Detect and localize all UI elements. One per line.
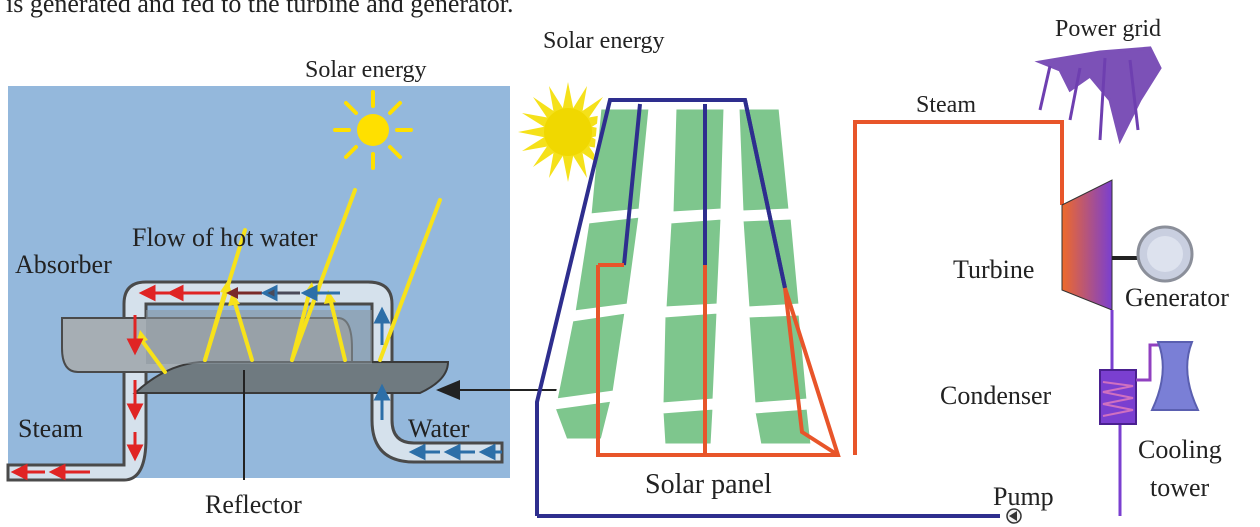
cooling-tower-icon <box>1150 341 1200 411</box>
sun-icon <box>333 90 413 170</box>
caption-fragment: is generated and fed to the turbine and … <box>6 0 514 18</box>
cooling-tower-label-line1: Cooling <box>1138 435 1222 464</box>
generator-label: Generator <box>1125 283 1229 312</box>
solar-panel-label: Solar panel <box>645 469 772 500</box>
right-steam-label: Steam <box>916 92 976 118</box>
absorber-label: Absorber <box>15 250 112 279</box>
turbine-icon <box>1061 179 1113 311</box>
water-pipe <box>535 98 1000 518</box>
left-solar-energy-label: Solar energy <box>305 57 427 83</box>
turbine-label: Turbine <box>953 255 1034 284</box>
condenser-label: Condenser <box>940 381 1052 410</box>
flow-of-hot-water-label: Flow of hot water <box>132 223 318 252</box>
left-panel: Solar energy Flow of hot water Absorber … <box>6 57 510 519</box>
condenser-icon <box>1099 343 1160 425</box>
reflector-front <box>132 361 450 394</box>
sun-burst-icon <box>518 82 618 182</box>
cold-flow-arrows <box>260 284 502 461</box>
mixed-arrow <box>226 287 238 299</box>
right-solar-energy-label: Solar energy <box>543 28 665 54</box>
cooling-tower-label-line2: tower <box>1150 473 1210 502</box>
power-grid-icon <box>1034 46 1162 145</box>
right-panel: Solar energy Power grid Steam Turbine Ge… <box>518 16 1229 524</box>
reflector-label: Reflector <box>205 490 302 519</box>
pump-label: Pump <box>993 482 1054 511</box>
left-steam-label: Steam <box>18 414 83 443</box>
hot-flow-arrows <box>10 284 220 481</box>
power-grid-label: Power grid <box>1055 16 1161 42</box>
water-label: Water <box>408 414 470 443</box>
steam-pipe <box>596 120 1064 457</box>
pump-icon <box>1006 508 1022 524</box>
generator-icon <box>1136 225 1194 283</box>
sun-rays <box>138 188 442 374</box>
